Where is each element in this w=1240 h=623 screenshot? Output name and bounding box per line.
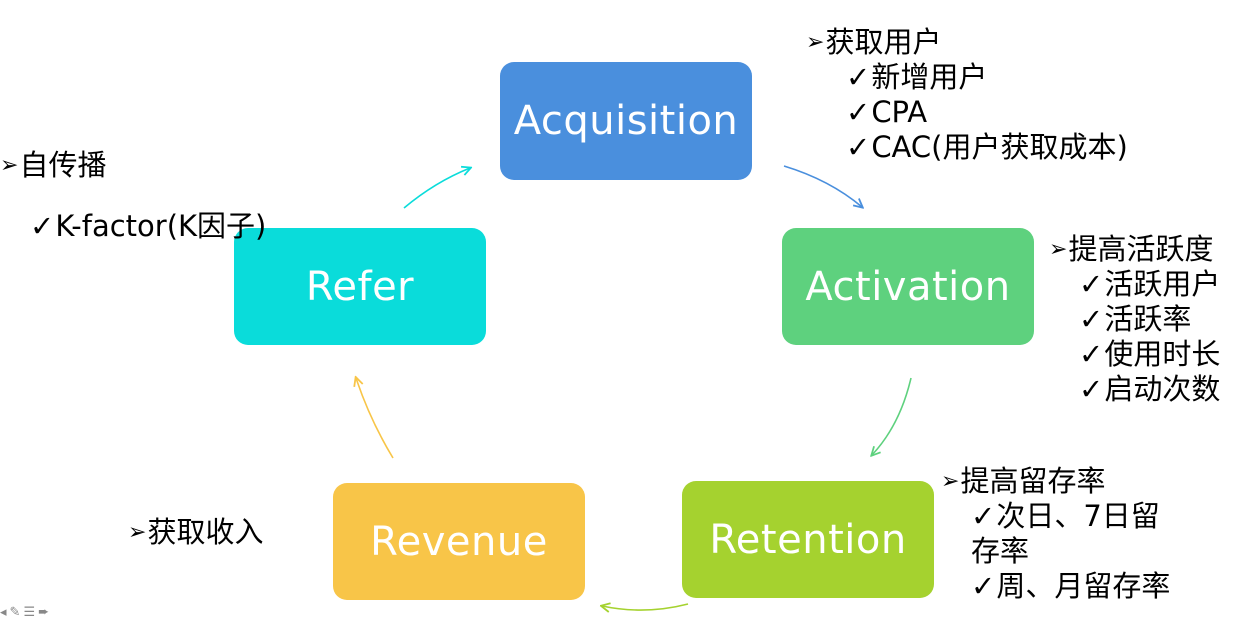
checkmark-bullet-icon: ✓ [1079, 337, 1104, 371]
activation-item-text: 活跃率 [1104, 302, 1192, 336]
checkmark-bullet-icon: ✓ [1079, 267, 1104, 301]
retention-item: ✓次日、7日留存率 [971, 499, 1181, 569]
arrowhead-bullet-icon: ➢ [128, 520, 147, 545]
refer-box: Refer [234, 228, 486, 345]
activation-item-text: 活跃用户 [1104, 267, 1221, 301]
revenue-notes: ➢ 获取收入 [128, 515, 263, 550]
retention-item: ✓ 周、月留存率 [971, 569, 1181, 604]
next-slide-icon[interactable]: ➨ [38, 605, 49, 620]
checkmark-bullet-icon: ✓ [971, 569, 996, 603]
acquisition-box: Acquisition [500, 62, 752, 180]
acquisition-heading: 获取用户 [825, 25, 942, 59]
menu-icon[interactable]: ☰ [23, 605, 36, 620]
activation-item-text: 启动次数 [1104, 372, 1221, 406]
retention-heading-line: ➢ 提高留存率 [941, 464, 1181, 499]
arrowhead-bullet-icon: ➢ [0, 153, 19, 178]
retention-item-text: 次日、7日留存率 [971, 499, 1160, 568]
activation-box: Activation [782, 228, 1034, 345]
activation-item: ✓ 使用时长 [1079, 337, 1220, 372]
refer-notes: ➢ 自传播 ✓ K-factor(K因子) [0, 148, 266, 244]
refer-heading: 自传播 [19, 148, 107, 182]
checkmark-bullet-icon: ✓ [971, 499, 996, 533]
arrowhead-bullet-icon: ➢ [941, 469, 960, 494]
checkmark-bullet-icon: ✓ [1079, 372, 1104, 406]
activation-notes: ➢ 提高活跃度 ✓ 活跃用户 ✓ 活跃率 ✓ 使用时长 ✓ 启动次数 [1049, 232, 1220, 407]
acquisition-label: Acquisition [513, 98, 739, 144]
arrowhead-bullet-icon: ➢ [806, 30, 825, 55]
checkmark-bullet-icon: ✓ [1079, 302, 1104, 336]
retention-item-text: 周、月留存率 [996, 569, 1171, 603]
checkmark-bullet-icon: ✓ [30, 209, 55, 243]
activation-item: ✓ 启动次数 [1079, 372, 1220, 407]
checkmark-bullet-icon: ✓ [846, 60, 871, 94]
arrow-acquisition-to-activation [783, 165, 862, 207]
revenue-box: Revenue [333, 483, 585, 600]
pen-icon[interactable]: ✎ [9, 605, 21, 620]
arrow-refer-to-acquisition [403, 168, 470, 209]
activation-item: ✓ 活跃率 [1079, 302, 1220, 337]
activation-heading: 提高活跃度 [1068, 232, 1214, 266]
revenue-label: Revenue [370, 518, 548, 565]
activation-item-text: 使用时长 [1104, 337, 1221, 371]
revenue-heading-line: ➢ 获取收入 [128, 515, 263, 550]
refer-item: ✓ K-factor(K因子) [30, 209, 266, 244]
retention-box: Retention [682, 481, 934, 598]
acquisition-heading-line: ➢ 获取用户 [806, 25, 1128, 60]
activation-item: ✓ 活跃用户 [1079, 267, 1220, 302]
arrow-retention-to-revenue [602, 604, 689, 610]
prev-slide-icon[interactable]: ◂ [0, 605, 7, 620]
checkmark-bullet-icon: ✓ [846, 130, 871, 164]
acquisition-item-text: 新增用户 [871, 60, 988, 94]
revenue-heading: 获取收入 [147, 515, 264, 549]
arrowhead-bullet-icon: ➢ [1049, 237, 1068, 262]
acquisition-item-text: CPA [871, 95, 928, 129]
acquisition-notes: ➢ 获取用户 ✓ 新增用户 ✓ CPA ✓ CAC(用户获取成本) [806, 25, 1128, 165]
refer-heading-line: ➢ 自传播 [0, 148, 266, 183]
checkmark-bullet-icon: ✓ [846, 95, 871, 129]
activation-label: Activation [805, 263, 1011, 310]
refer-label: Refer [305, 263, 415, 310]
slideshow-toolbar: ◂ ✎ ☰ ➨ [0, 604, 49, 622]
acquisition-item: ✓ CPA [846, 95, 1128, 130]
retention-label: Retention [709, 516, 907, 563]
arrow-revenue-to-refer [356, 378, 394, 459]
refer-item-text: K-factor(K因子) [55, 209, 267, 243]
acquisition-item: ✓ 新增用户 [846, 60, 1128, 95]
activation-heading-line: ➢ 提高活跃度 [1049, 232, 1220, 267]
retention-heading: 提高留存率 [960, 464, 1106, 498]
arrow-activation-to-retention [872, 377, 912, 455]
acquisition-item: ✓ CAC(用户获取成本) [846, 130, 1128, 165]
retention-notes: ➢ 提高留存率 ✓次日、7日留存率 ✓ 周、月留存率 [941, 464, 1181, 604]
acquisition-item-text: CAC(用户获取成本) [871, 130, 1128, 164]
